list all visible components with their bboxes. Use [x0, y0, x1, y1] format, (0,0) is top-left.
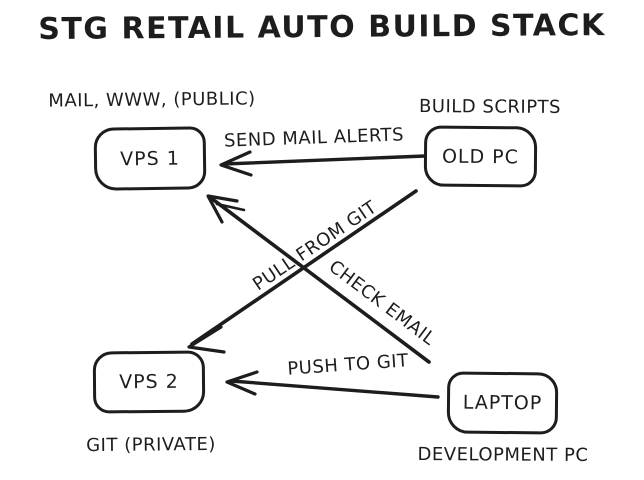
arrow-send-mail-alerts — [219, 150, 427, 177]
caption-vps1: MAIL, WWW, (PUBLIC) — [48, 88, 256, 112]
node-vps1: VPS 1 — [93, 126, 207, 191]
node-vps2-label: VPS 2 — [119, 370, 179, 394]
caption-laptop: DEVELOPMENT PC — [417, 444, 589, 466]
node-vps2: VPS 2 — [92, 350, 206, 414]
node-vps1-label: VPS 1 — [120, 147, 180, 170]
node-old-pc-label: OLD PC — [441, 145, 520, 168]
node-old-pc: OLD PC — [423, 125, 538, 188]
arrow-check-email — [206, 194, 431, 364]
arrow-push-to-git — [225, 370, 440, 399]
caption-old-pc: BUILD SCRIPTS — [418, 96, 562, 118]
node-laptop-label: LAPTOP — [462, 391, 543, 415]
node-laptop: LAPTOP — [446, 371, 559, 435]
caption-vps2: GIT (PRIVATE) — [86, 433, 216, 457]
